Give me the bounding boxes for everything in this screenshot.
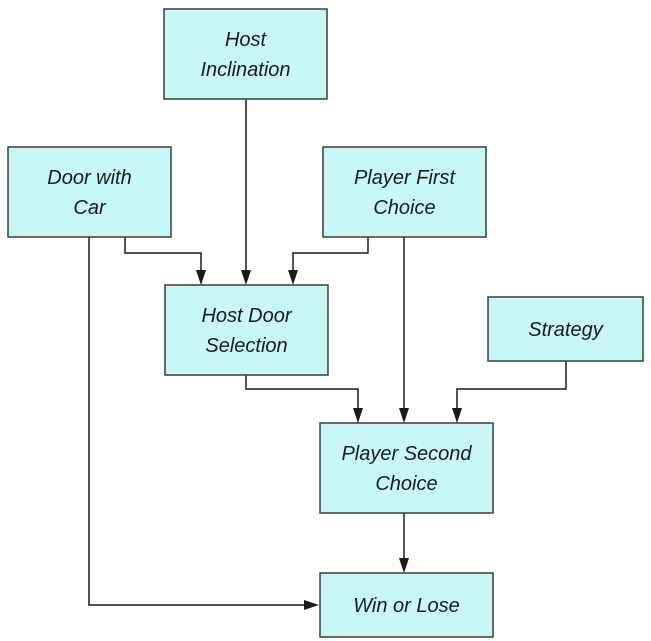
edge-host-door-selection-to-player-second-choice [245, 375, 359, 410]
node-label-line2: Car [73, 197, 107, 219]
edge-door-with-car-to-win-or-lose [88, 237, 306, 606]
arrowhead-win-or-lose-top [399, 558, 409, 573]
node-host-door-selection: Host Door Selection [164, 284, 329, 376]
arrowhead-host-door-selection-center [241, 270, 251, 285]
node-player-second-choice: Player Second Choice [319, 422, 494, 514]
node-label-line2: Choice [375, 473, 437, 495]
node-label-line1: Strategy [528, 319, 603, 341]
node-box [164, 284, 329, 376]
node-win-or-lose: Win or Lose [319, 572, 494, 638]
node-box [319, 572, 494, 638]
arrowhead-player-second-choice-right [452, 408, 462, 423]
arrowhead-player-second-choice-left [353, 408, 363, 423]
arrowhead-player-second-choice-center [399, 408, 409, 423]
node-label-line1: Door with [47, 167, 131, 189]
node-label-line1: Player First [354, 167, 457, 189]
edge-door-with-car-to-host-door-selection [124, 237, 202, 272]
arrowhead-host-door-selection-right [288, 270, 298, 285]
edges [88, 99, 567, 610]
node-label-line1: Player Second [341, 443, 472, 465]
arrowhead-host-door-selection-left [196, 270, 206, 285]
node-player-first-choice: Player First Choice [322, 146, 487, 238]
node-label-line2: Inclination [200, 59, 290, 81]
edge-strategy-to-player-second-choice [456, 361, 567, 410]
edge-player-first-choice-to-host-door-selection [292, 237, 369, 272]
node-label-line1: Host Door [201, 305, 292, 327]
node-label-line2: Selection [205, 335, 287, 357]
node-box [322, 146, 487, 238]
node-label-line1: Win or Lose [353, 595, 460, 617]
node-label-line2: Choice [373, 197, 435, 219]
arrowhead-win-or-lose-left [304, 600, 319, 610]
node-door-with-car: Door with Car [7, 146, 172, 238]
node-box [163, 8, 328, 100]
node-box [319, 422, 494, 514]
node-host-inclination: Host Inclination [163, 8, 328, 100]
node-strategy: Strategy [487, 296, 644, 362]
node-box [487, 296, 644, 362]
node-box [7, 146, 172, 238]
node-label-line1: Host [225, 29, 268, 51]
